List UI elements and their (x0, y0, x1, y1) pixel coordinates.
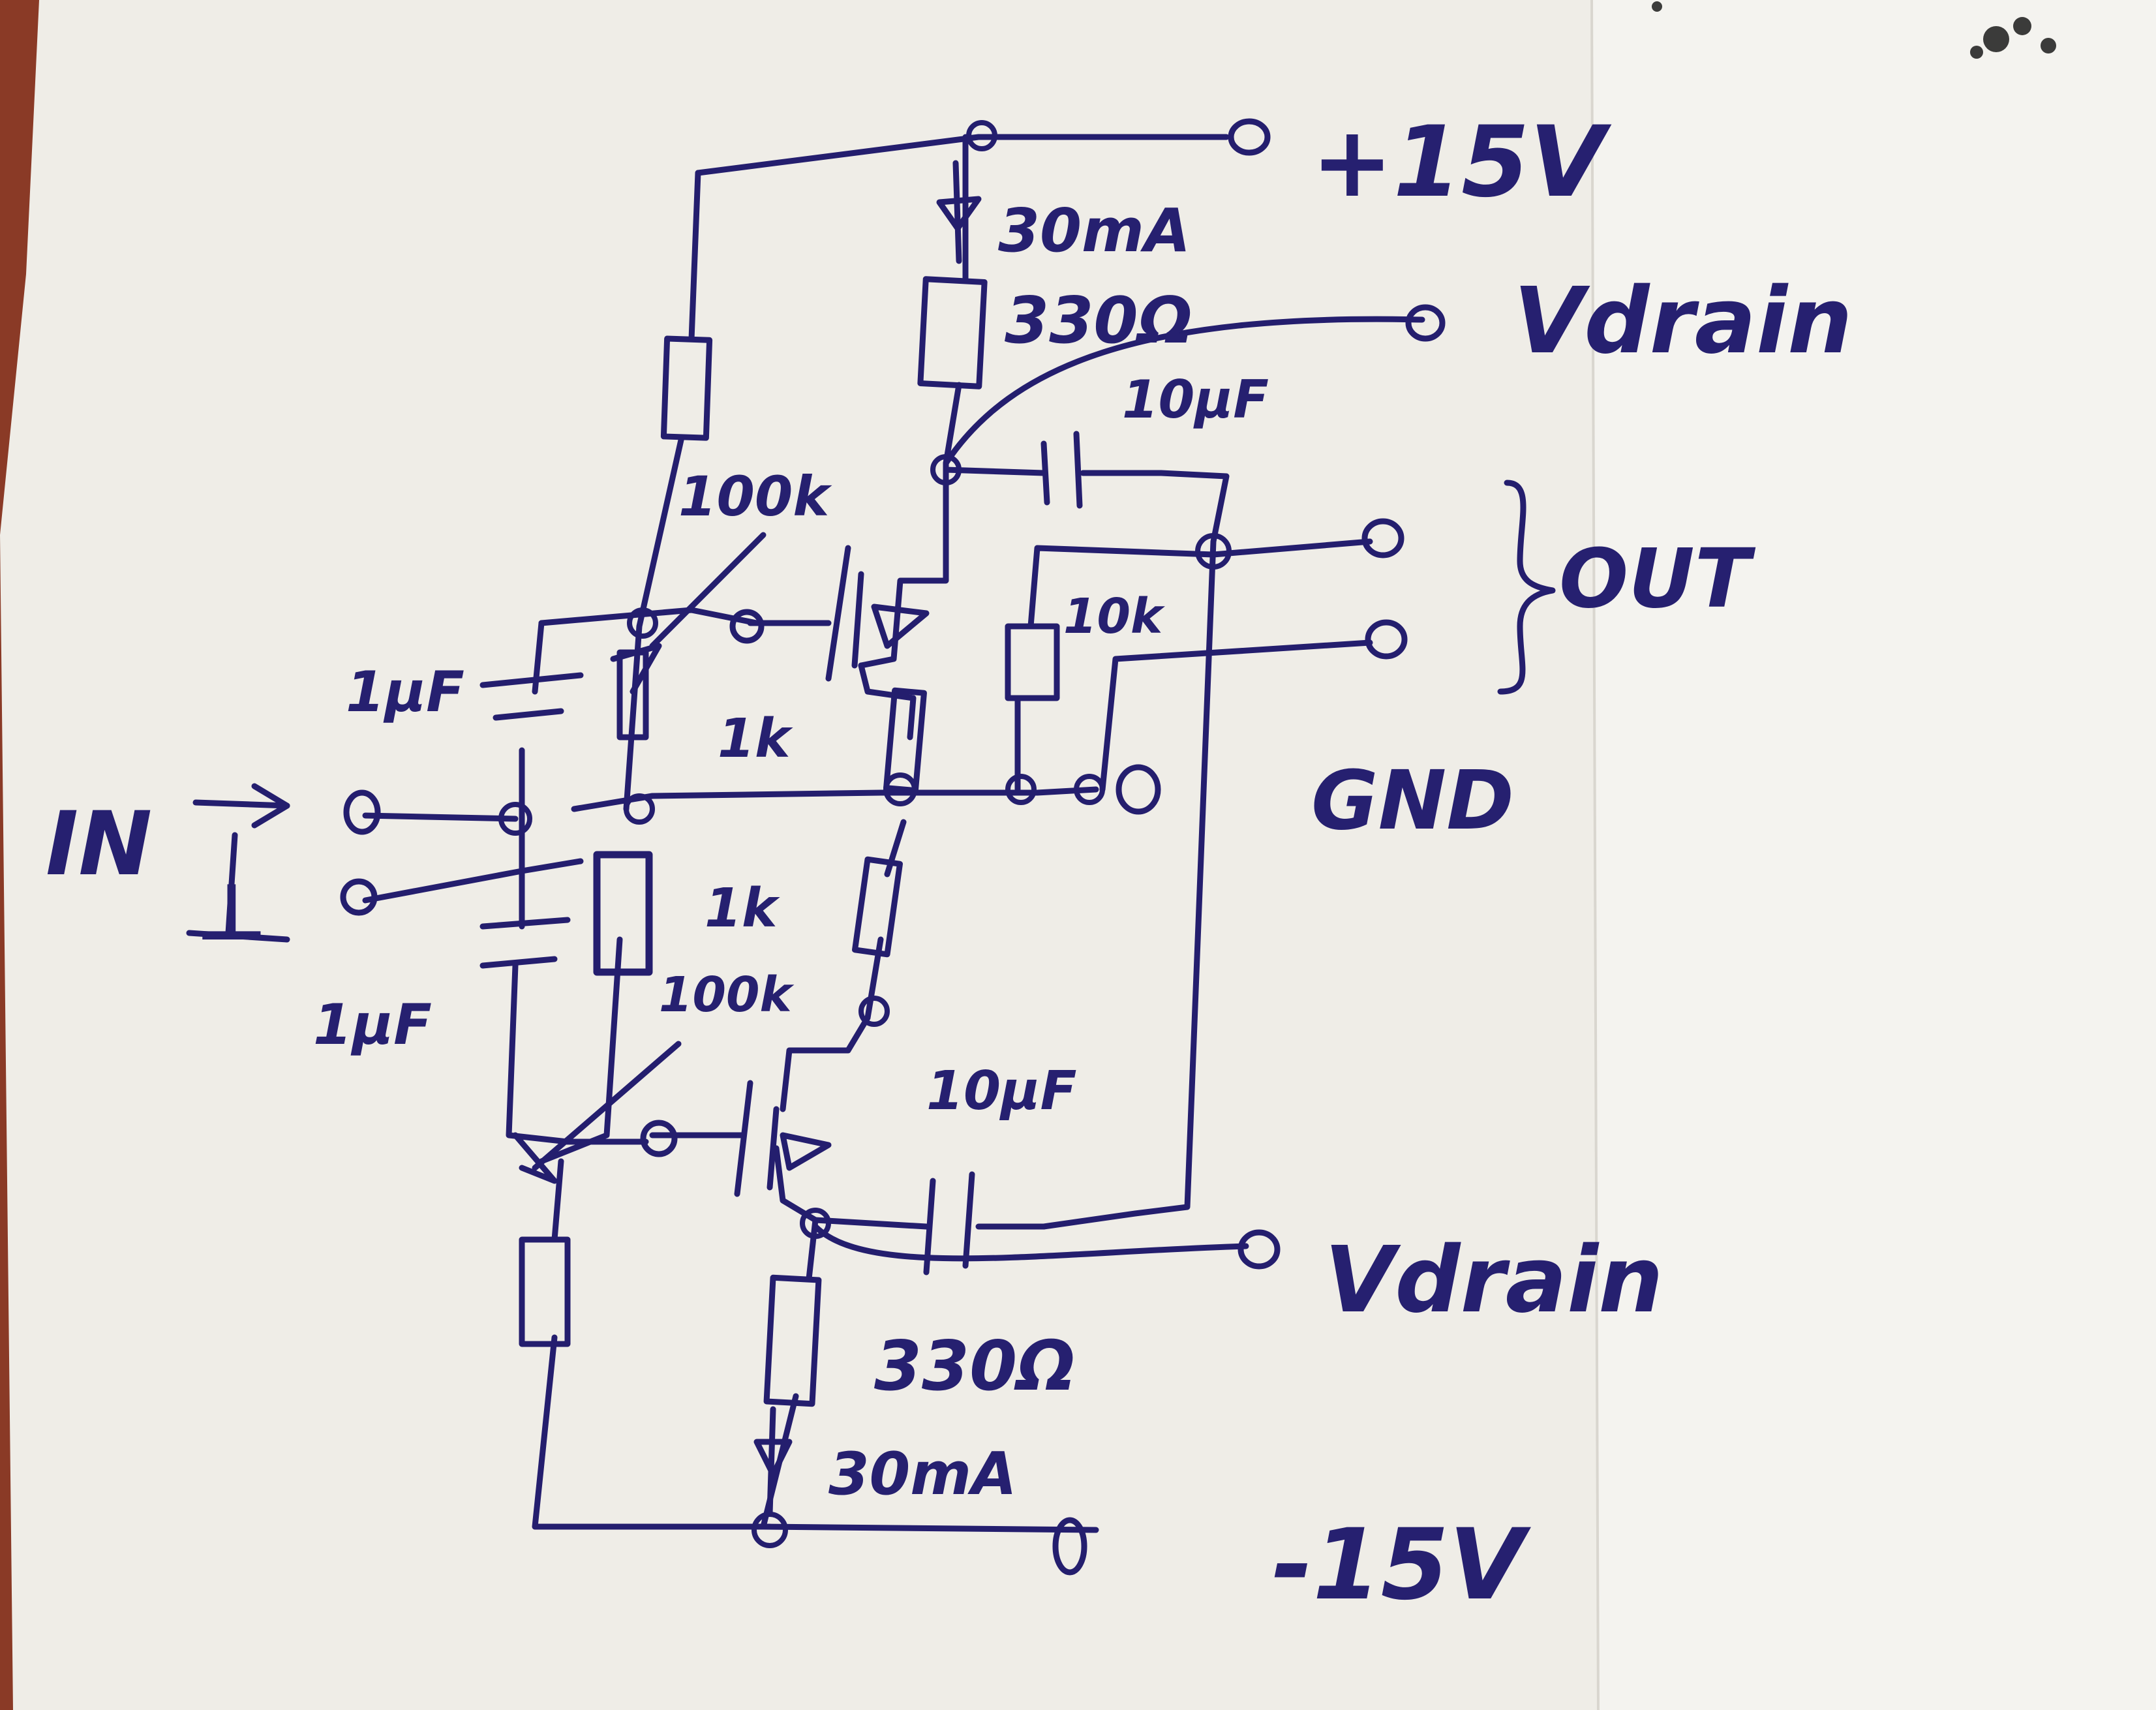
out-brace (1497, 480, 1556, 695)
resistor-gate-lower (852, 856, 903, 958)
label-minus15v: -15V (1272, 1508, 1531, 1622)
label-1k-top: 1k (718, 708, 793, 770)
label-1uF-top: 1µF (346, 660, 464, 725)
capacitor-1uF-top (479, 672, 584, 721)
capacitor-1uF-bottom (479, 917, 571, 969)
resistor-100k-top (660, 335, 713, 441)
current-arrows (753, 160, 982, 1517)
label-vdrain-top: Vdrain (1513, 268, 1853, 374)
fet-lower (649, 1080, 832, 1197)
label-gnd: GND (1311, 754, 1514, 848)
label-100k-top: 100k (678, 465, 832, 528)
resistor-gate-upper (883, 687, 927, 794)
label-330-top: 330Ω (1005, 284, 1192, 358)
terminals (340, 118, 1446, 1576)
label-10uF-top: 10µF (1122, 369, 1269, 430)
transistors (649, 545, 930, 1197)
terminal-out-1 (1361, 518, 1404, 558)
terminal-gnd (1116, 764, 1161, 815)
terminal-plus15v (1228, 118, 1271, 156)
capacitor-10uF-bottom (923, 1171, 975, 1275)
capacitors (479, 431, 1083, 1275)
label-1k-bottom: 1k (705, 878, 780, 939)
label-10k: 10k (1063, 588, 1165, 645)
resistor-10k (1005, 623, 1060, 701)
label-bottom-current: 30mA (828, 1440, 1017, 1508)
label-ground-symbol: ⊥ (196, 868, 267, 958)
terminal-out-2 (1365, 619, 1408, 660)
label-vdrain-bottom: Vdrain (1324, 1227, 1663, 1334)
labels: +15V 30mA 330Ω Vdrain 10µF 100k OUT 10k … (46, 106, 1853, 1622)
label-1uF-bottom: 1µF (313, 992, 432, 1058)
terminal-vdrain-bottom (1237, 1229, 1281, 1270)
input-arrow-icon (192, 783, 290, 829)
terminal-vdrain-top (1405, 304, 1446, 342)
label-plus15v: +15V (1311, 106, 1611, 219)
terminal-in-ground (340, 878, 378, 916)
resistor-330-top (917, 276, 988, 389)
resistor-1k-bottom (593, 851, 653, 976)
label-10uF-bottom: 10µF (926, 1060, 1076, 1122)
fet-upper (747, 545, 930, 682)
wires (362, 134, 1425, 1533)
ink-smudge (1652, 1, 2056, 59)
label-330-bottom: 330Ω (874, 1326, 1075, 1406)
label-out: OUT (1559, 532, 1756, 626)
label-top-current: 30mA (998, 196, 1191, 266)
ground-symbol-icon (186, 832, 290, 943)
potentiometer-arrows (512, 532, 767, 1184)
capacitor-10uF-top (1040, 431, 1083, 509)
terminal-minus15v (1052, 1517, 1087, 1576)
junction-nodes (498, 120, 1232, 1548)
label-100k-bottom: 100k (659, 967, 794, 1023)
terminal-in (343, 789, 381, 835)
resistor-100k-bottom (519, 1236, 571, 1347)
resistors (519, 276, 1060, 1407)
resistor-330-bottom (763, 1274, 822, 1407)
label-in: IN (46, 793, 152, 895)
